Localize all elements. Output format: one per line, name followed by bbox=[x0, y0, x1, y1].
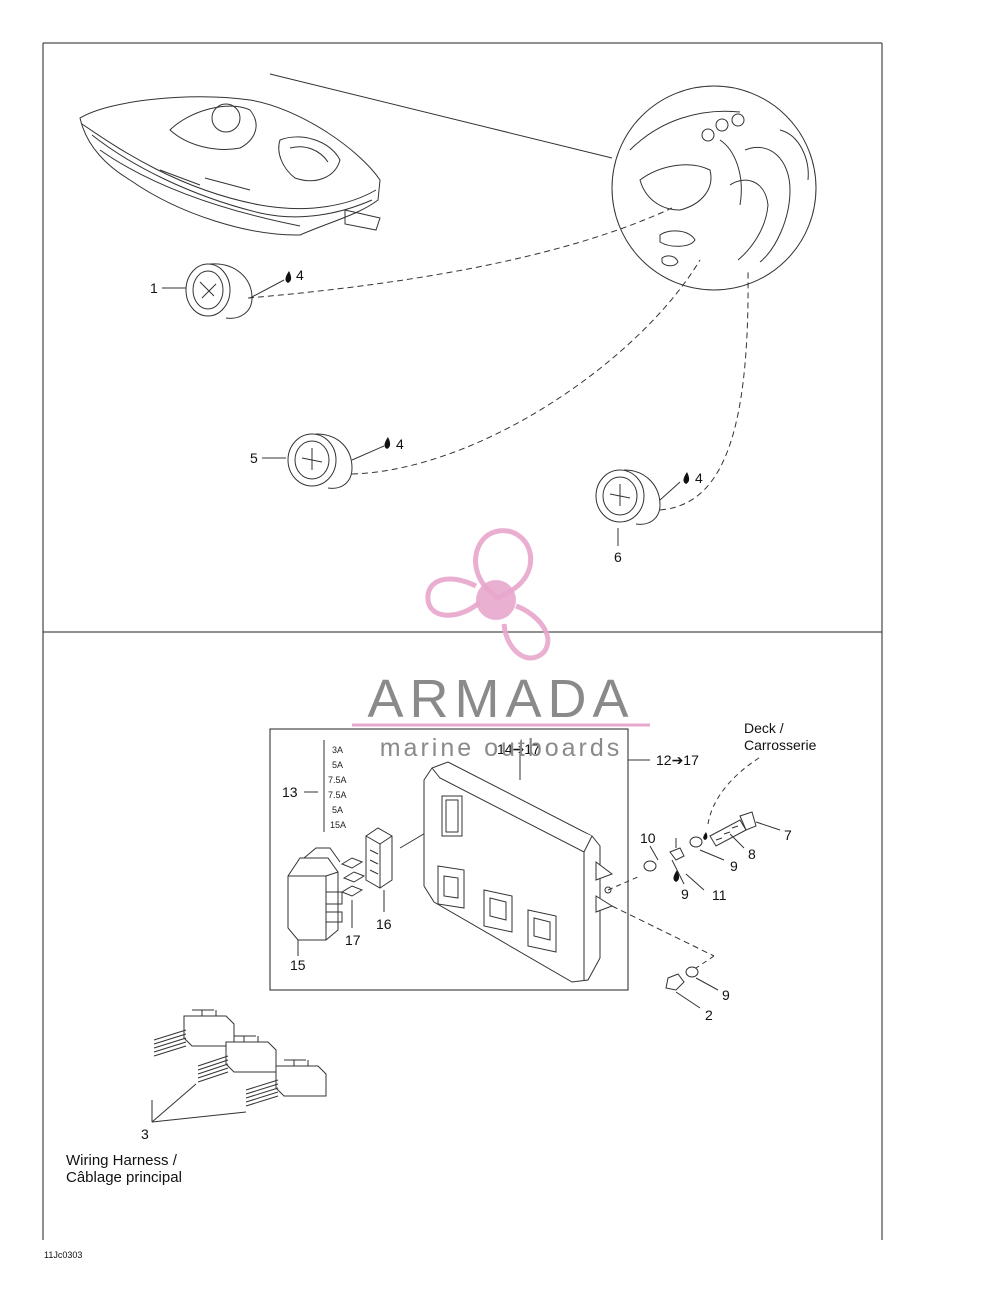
harness-note-en: Wiring Harness / bbox=[66, 1152, 177, 1169]
hardware-leaders bbox=[607, 755, 781, 1009]
deck-note: Deck / Carrosserie bbox=[744, 720, 816, 754]
fuse-rating: 5A bbox=[332, 805, 344, 815]
drop-icon-group bbox=[285, 271, 708, 882]
callout-4: 4 bbox=[396, 436, 404, 452]
callout-3: 3 bbox=[141, 1126, 149, 1142]
drop-icon bbox=[384, 437, 391, 449]
callout-9: 9 bbox=[681, 886, 689, 902]
drop-icon bbox=[683, 472, 690, 484]
gauge-6 bbox=[595, 469, 661, 525]
watermark-logo-hub bbox=[476, 580, 516, 620]
callout-6: 6 bbox=[614, 549, 622, 565]
harness-callout-leaders bbox=[151, 1083, 247, 1123]
harness-note: Wiring Harness / Câblage principal bbox=[66, 1152, 182, 1186]
callout-4: 4 bbox=[695, 470, 703, 486]
deck-note-en: Deck / bbox=[744, 720, 784, 736]
watermark-logo bbox=[425, 528, 551, 661]
watermark-title: ARMADA bbox=[367, 669, 635, 729]
callout-15: 15 bbox=[290, 957, 306, 973]
callout-1: 1 bbox=[150, 280, 158, 296]
diagram-frame bbox=[42, 42, 883, 1240]
hardware-parts bbox=[643, 811, 757, 991]
drop-icon bbox=[285, 271, 292, 283]
gauge-1 bbox=[185, 263, 253, 319]
boat-illustration bbox=[79, 96, 381, 236]
callout-8: 8 bbox=[748, 846, 756, 862]
relay-16 bbox=[365, 827, 393, 889]
callout-10: 10 bbox=[640, 830, 656, 846]
callout-9: 9 bbox=[722, 987, 730, 1003]
fuse-rating: 5A bbox=[332, 760, 344, 770]
callout-ticks bbox=[162, 279, 681, 546]
drop-icon bbox=[673, 870, 680, 882]
drawing-code: 11Jc0303 bbox=[44, 1250, 83, 1260]
callout-4: 4 bbox=[296, 267, 304, 283]
leader-boat-to-zoom bbox=[269, 73, 613, 159]
callout-5: 5 bbox=[250, 450, 258, 466]
callout-16: 16 bbox=[376, 916, 392, 932]
fuse-rating: 7.5A bbox=[328, 790, 347, 800]
harness-note-fr: Câblage principal bbox=[66, 1169, 182, 1186]
harness-wires bbox=[153, 1029, 279, 1107]
dashboard-zoom bbox=[611, 85, 817, 291]
callout-13: 13 bbox=[282, 784, 298, 800]
fuse-rating: 15A bbox=[330, 820, 347, 830]
fuses-17 bbox=[340, 857, 366, 897]
watermark-subtitle: marine outboards bbox=[379, 734, 623, 762]
fuse-rating: 7.5A bbox=[328, 775, 347, 785]
callout-11: 11 bbox=[712, 887, 727, 903]
callout-14-17: 14➔17 bbox=[497, 741, 540, 757]
fuse-holder-15 bbox=[287, 847, 343, 941]
callout-2: 2 bbox=[705, 1007, 713, 1023]
callout-17: 17 bbox=[345, 932, 361, 948]
callout-12-17: 12➔17 bbox=[656, 752, 699, 768]
fuse-box-body bbox=[423, 761, 614, 983]
fuse-rating: 3A bbox=[332, 745, 344, 755]
dashed-leaders bbox=[247, 207, 749, 511]
drop-icon bbox=[703, 832, 708, 840]
gauge-5 bbox=[287, 433, 353, 489]
callout-7: 7 bbox=[784, 827, 792, 843]
fuse-box-frame bbox=[269, 728, 629, 991]
callout-9: 9 bbox=[730, 858, 738, 874]
wiring-harness-connectors bbox=[183, 1009, 327, 1097]
deck-note-fr: Carrosserie bbox=[744, 737, 817, 753]
